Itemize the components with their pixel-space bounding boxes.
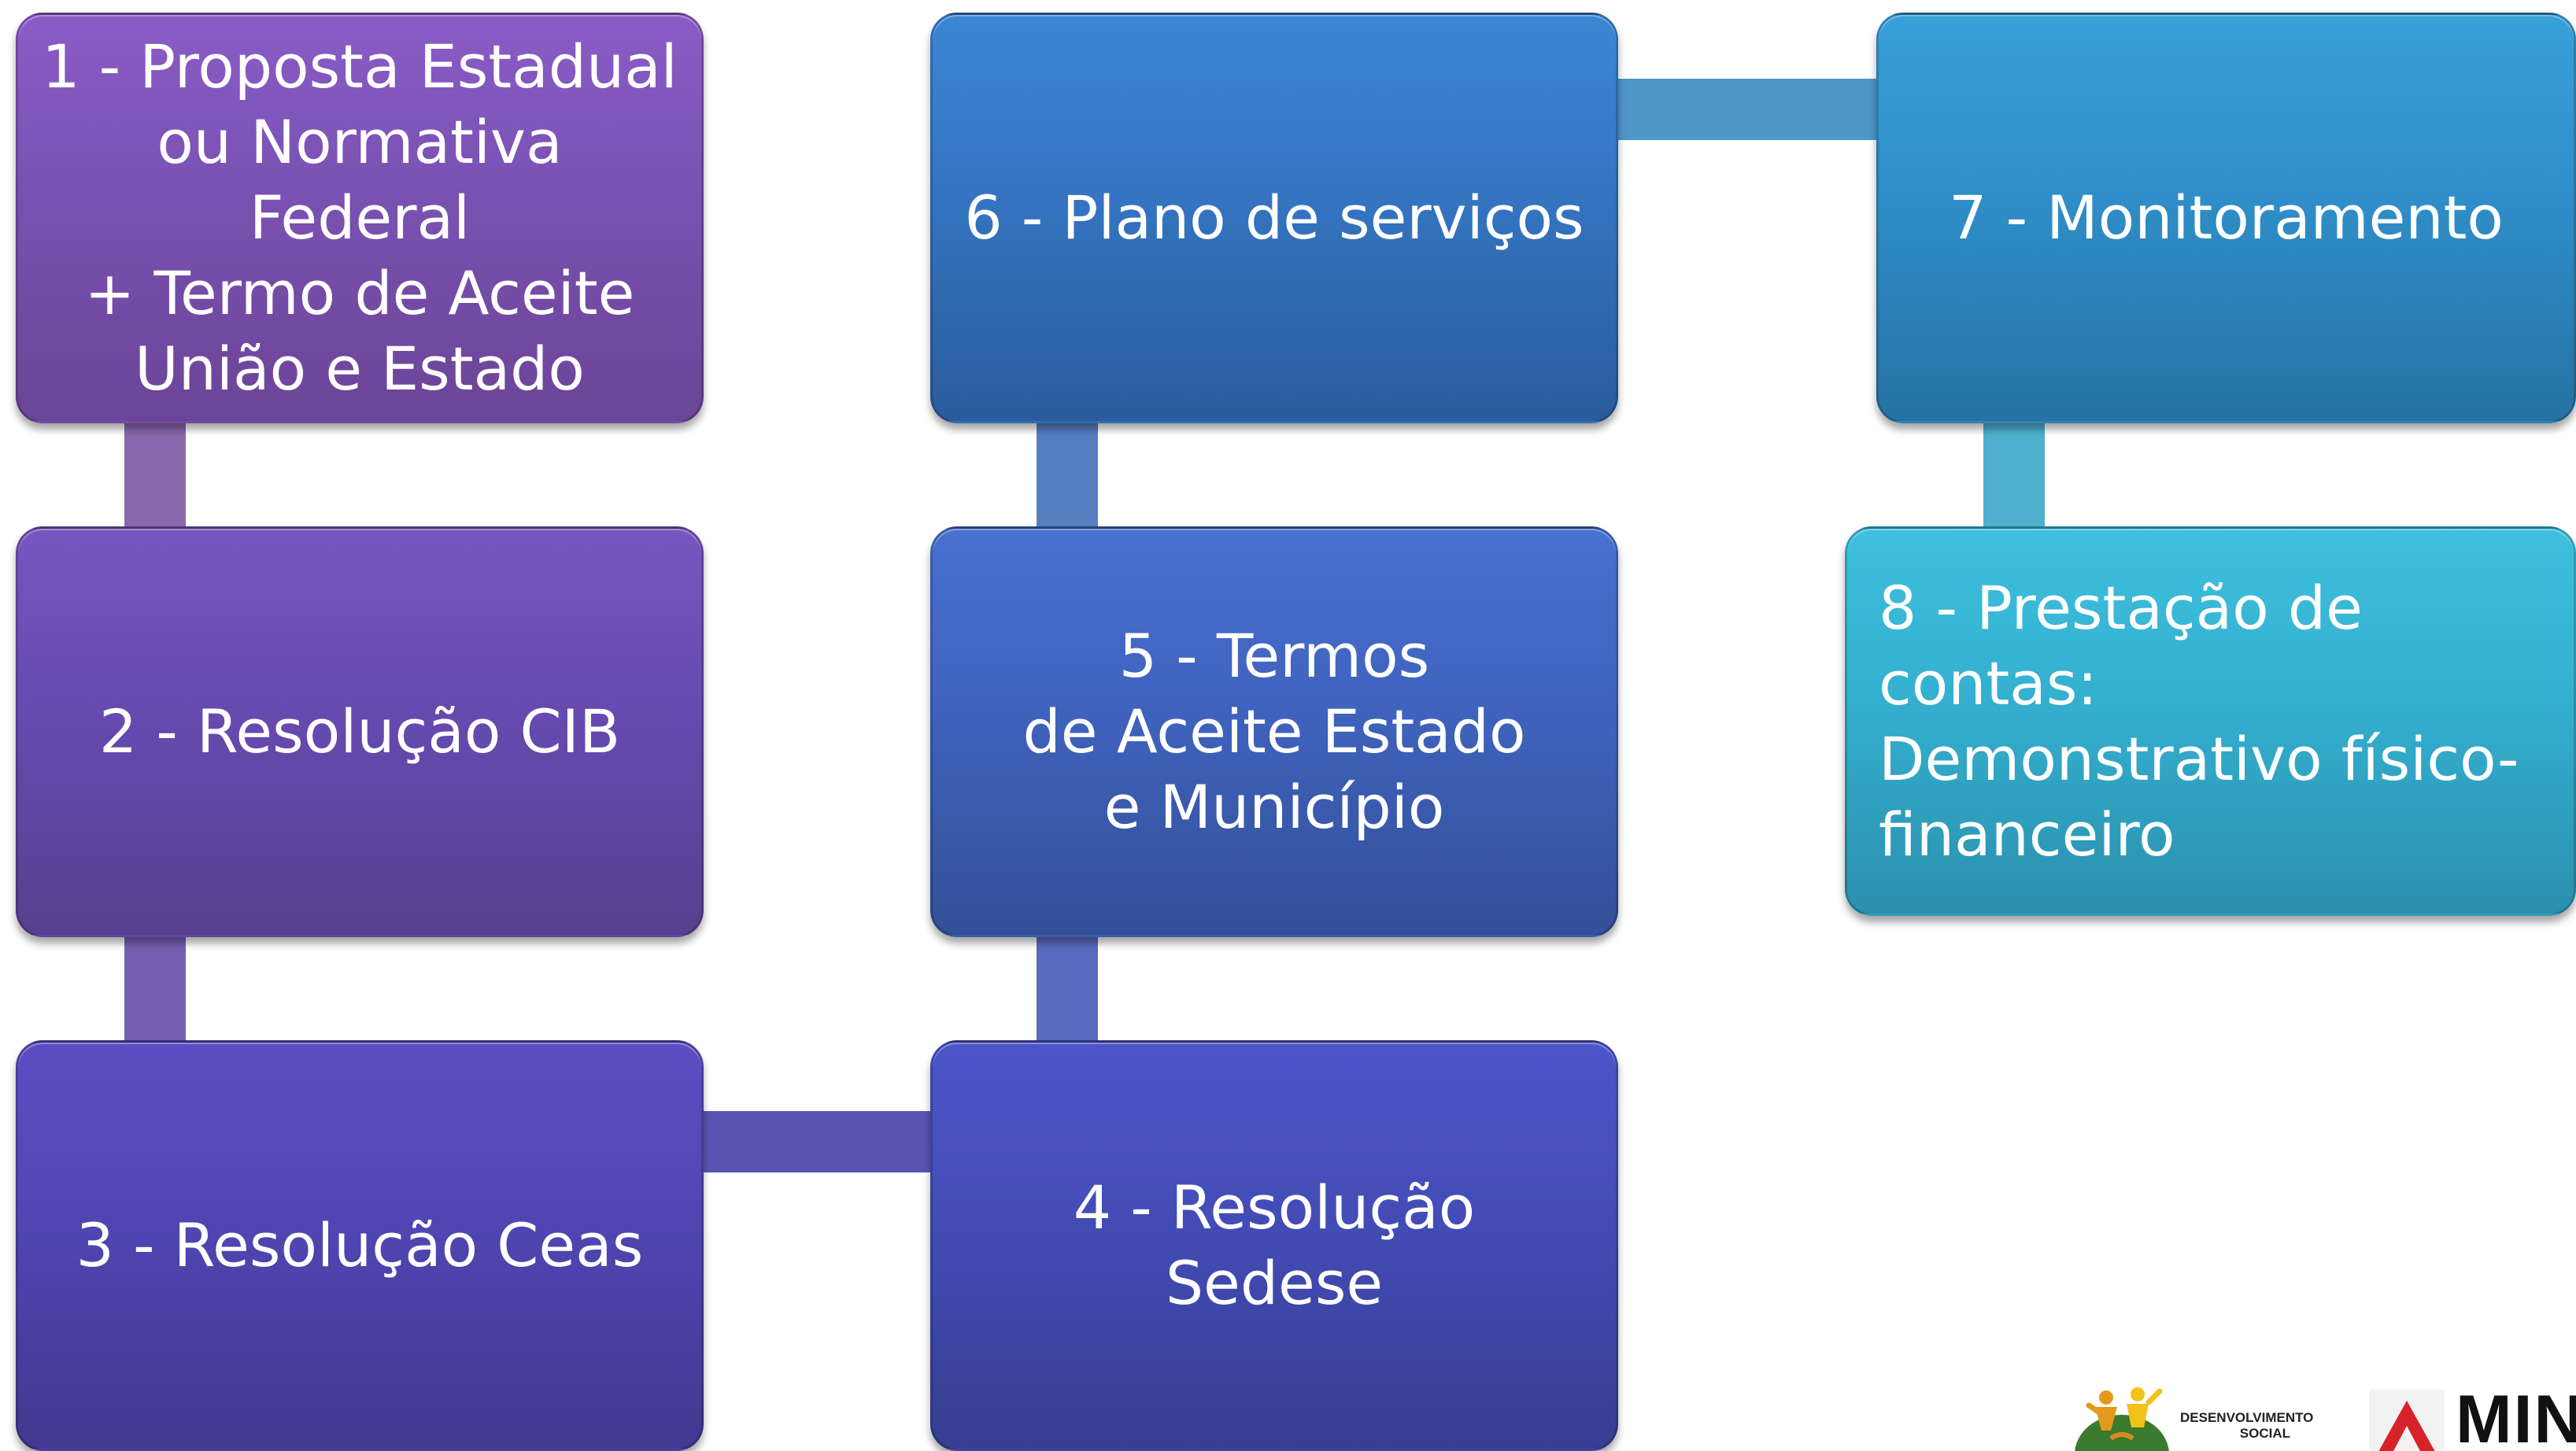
step-2-box: 2 - Resolução CIB	[16, 526, 704, 937]
desenvolvimento-social-emblem-icon	[2075, 1387, 2169, 1451]
connector-1-2	[124, 417, 186, 530]
step-4-label: 4 - Resolução Sedese	[1073, 1172, 1476, 1318]
step-1-label: 1 - Proposta Estadual ou Normativa Feder…	[42, 31, 678, 404]
minas-gerais-text: MINAS GERAIS	[2456, 1382, 2576, 1451]
connector-3-4	[699, 1111, 937, 1172]
connector-4-5	[1037, 932, 1098, 1046]
step-5-box: 5 - Termos de Aceite Estado e Município	[930, 526, 1618, 937]
step-8-box: 8 - Prestação de contas: Demonstrativo f…	[1845, 526, 2576, 916]
step-8-label: 8 - Prestação de contas: Demonstrativo f…	[1879, 572, 2519, 869]
connector-6-7	[1612, 79, 1886, 140]
step-6-box: 6 - Plano de serviços	[930, 13, 1618, 423]
step-2-label: 2 - Resolução CIB	[98, 696, 621, 766]
desenvolvimento-social-text: DESENVOLVIMENTO SOCIAL	[2180, 1410, 2314, 1441]
connector-5-6	[1037, 417, 1098, 530]
footer-logos: DESENVOLVIMENTO SOCIAL MINAS GERAIS	[2062, 1375, 2576, 1451]
step-7-box: 7 - Monitoramento	[1876, 13, 2576, 423]
step-6-label: 6 - Plano de serviços	[964, 183, 1584, 253]
connector-2-3	[124, 932, 186, 1046]
connector-7-8	[1983, 417, 2045, 530]
step-3-box: 3 - Resolução Ceas	[16, 1040, 704, 1451]
step-4-box: 4 - Resolução Sedese	[930, 1040, 1618, 1451]
minas-gerais-triangle-icon	[2369, 1390, 2445, 1451]
step-7-label: 7 - Monitoramento	[1949, 183, 2504, 253]
step-1-box: 1 - Proposta Estadual ou Normativa Feder…	[16, 13, 704, 423]
step-5-label: 5 - Termos de Aceite Estado e Município	[1022, 621, 1526, 842]
step-3-label: 3 - Resolução Ceas	[76, 1210, 644, 1280]
